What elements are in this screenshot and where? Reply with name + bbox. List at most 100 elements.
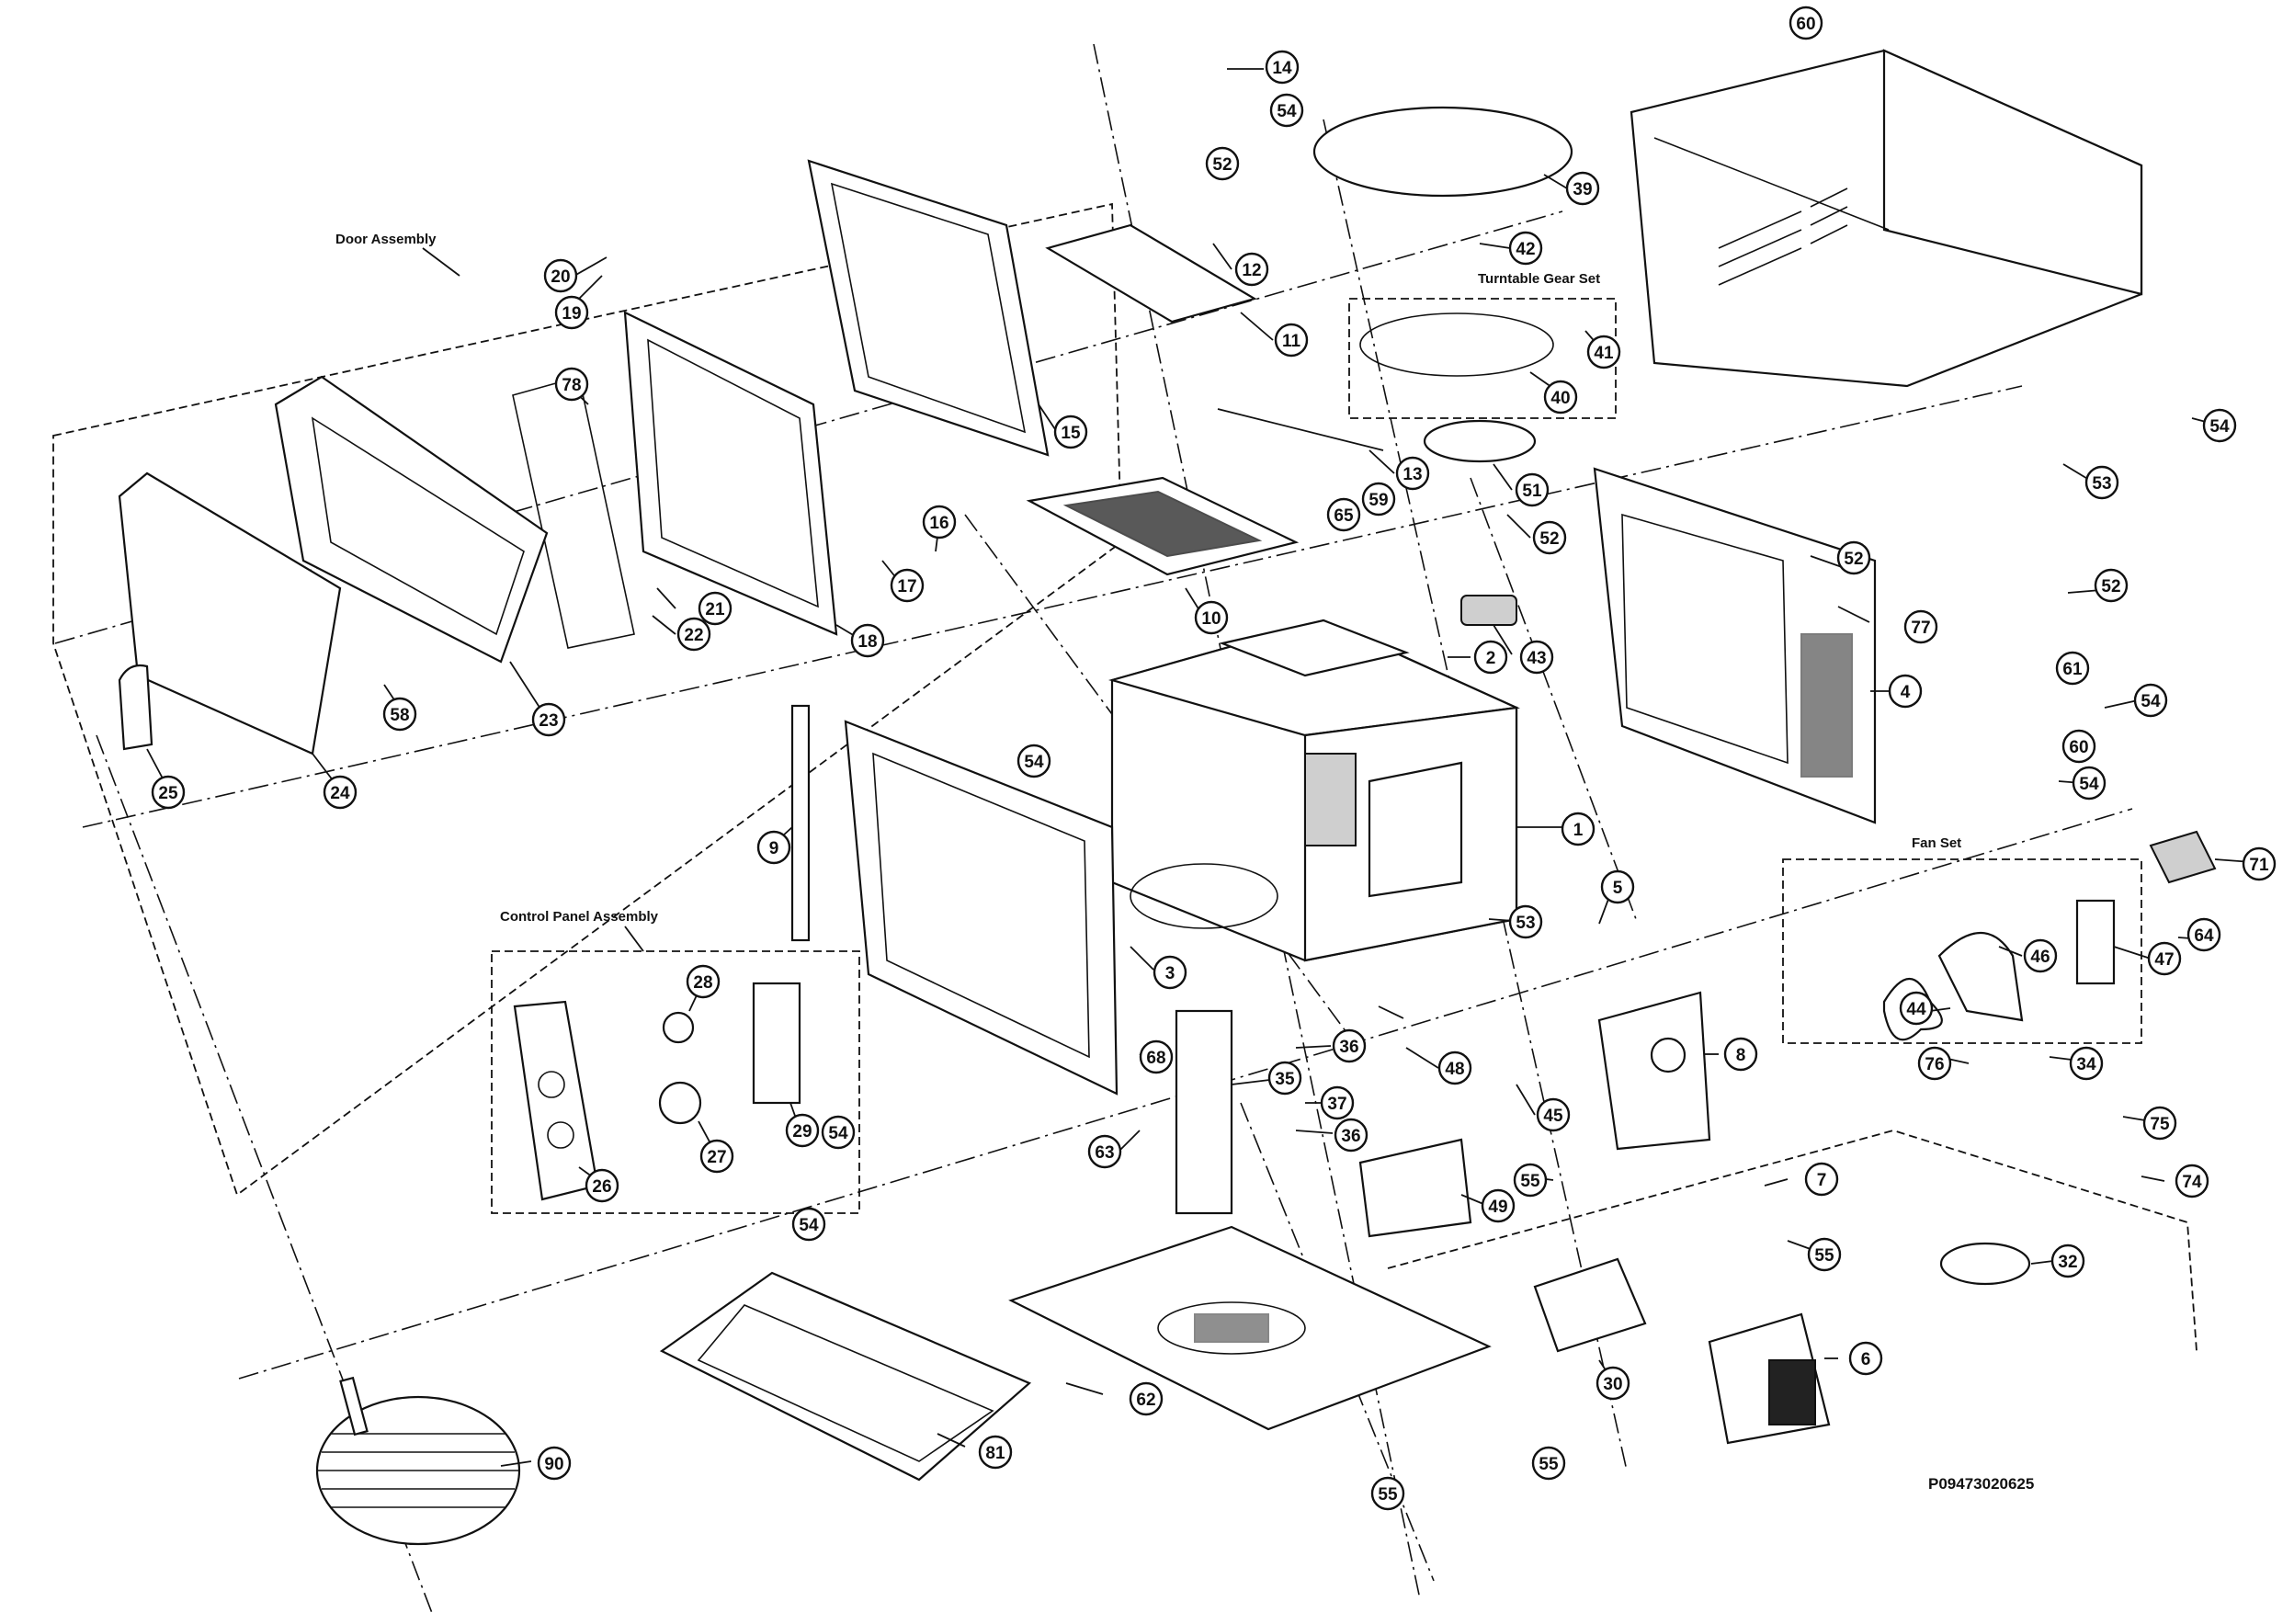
callout-23: 23 bbox=[531, 702, 566, 737]
callout-36a: 36 bbox=[1332, 1028, 1367, 1063]
svg-text:51: 51 bbox=[1522, 482, 1542, 501]
door-glass-part bbox=[512, 376, 635, 649]
magnetron-part bbox=[1708, 1312, 1831, 1445]
callout-14: 14 bbox=[1265, 50, 1300, 85]
callout-54b: 54 bbox=[2202, 408, 2237, 443]
bottom-plate-part bbox=[659, 1271, 1032, 1482]
callout-16: 16 bbox=[922, 505, 957, 539]
callout-81: 81 bbox=[978, 1435, 1013, 1470]
callout-52a: 52 bbox=[1532, 520, 1567, 555]
svg-text:6: 6 bbox=[1861, 1350, 1871, 1369]
svg-text:3: 3 bbox=[1165, 964, 1175, 983]
door-choke-frame-part bbox=[623, 311, 838, 636]
svg-text:7: 7 bbox=[1817, 1171, 1827, 1190]
svg-text:37: 37 bbox=[1327, 1095, 1346, 1114]
callout-34: 34 bbox=[2069, 1046, 2104, 1081]
turntable-ring-part bbox=[1312, 106, 1573, 198]
svg-text:55: 55 bbox=[1539, 1455, 1559, 1474]
callout-29: 29 bbox=[785, 1113, 820, 1148]
svg-text:9: 9 bbox=[769, 839, 779, 858]
svg-text:36: 36 bbox=[1341, 1127, 1360, 1146]
callout-6: 6 bbox=[1848, 1341, 1883, 1376]
callout-51: 51 bbox=[1515, 472, 1550, 507]
svg-text:64: 64 bbox=[2194, 926, 2214, 946]
capacitor-part bbox=[1939, 1242, 2031, 1286]
svg-text:49: 49 bbox=[1488, 1198, 1507, 1217]
grill-rack-part bbox=[315, 1376, 521, 1546]
turntable-motor-part bbox=[1460, 595, 1517, 626]
callout-27: 27 bbox=[699, 1139, 734, 1174]
front-plate-part bbox=[844, 720, 1119, 1096]
callout-53a: 53 bbox=[1508, 904, 1543, 939]
svg-text:55: 55 bbox=[1814, 1246, 1834, 1266]
svg-text:29: 29 bbox=[792, 1122, 812, 1141]
oven-cavity-part bbox=[1107, 619, 1520, 962]
svg-text:36: 36 bbox=[1339, 1038, 1358, 1057]
svg-text:52: 52 bbox=[1539, 529, 1559, 549]
callout-54a: 54 bbox=[1269, 93, 1304, 128]
svg-text:11: 11 bbox=[1282, 332, 1301, 351]
hinge-part bbox=[790, 704, 811, 942]
back-plate-part bbox=[1593, 467, 1877, 824]
svg-text:22: 22 bbox=[684, 626, 703, 645]
svg-text:54: 54 bbox=[799, 1216, 819, 1235]
door-inner-frame-part bbox=[807, 159, 1050, 457]
svg-text:54: 54 bbox=[2209, 417, 2230, 437]
callout-90: 90 bbox=[537, 1446, 572, 1481]
svg-text:41: 41 bbox=[1594, 344, 1614, 363]
callout-59: 59 bbox=[1361, 482, 1396, 517]
callout-40: 40 bbox=[1543, 380, 1578, 415]
svg-text:18: 18 bbox=[857, 632, 877, 652]
callout-43: 43 bbox=[1519, 640, 1554, 675]
callout-26: 26 bbox=[585, 1168, 619, 1203]
svg-text:4: 4 bbox=[1901, 683, 1911, 702]
callout-58: 58 bbox=[382, 697, 417, 732]
callout-25: 25 bbox=[151, 775, 186, 810]
callout-5: 5 bbox=[1600, 869, 1635, 904]
roller-ring-part bbox=[1359, 312, 1554, 377]
callout-71: 71 bbox=[2242, 846, 2277, 881]
svg-text:58: 58 bbox=[390, 706, 409, 725]
door-key-part bbox=[118, 664, 153, 751]
callout-75: 75 bbox=[2142, 1106, 2177, 1141]
svg-text:35: 35 bbox=[1275, 1070, 1295, 1089]
callout-13: 13 bbox=[1395, 456, 1430, 491]
timer-knob-part bbox=[658, 1081, 702, 1125]
svg-text:13: 13 bbox=[1403, 465, 1422, 484]
svg-text:5: 5 bbox=[1613, 879, 1623, 898]
callout-bubbles: 1 2 3 4 5 6 7 8 9 10 11 12 13 14 15 16 1… bbox=[151, 6, 2277, 1511]
control-board-part bbox=[2149, 830, 2217, 884]
svg-text:40: 40 bbox=[1550, 389, 1570, 408]
callout-55b: 55 bbox=[1513, 1163, 1548, 1198]
svg-text:47: 47 bbox=[2154, 950, 2174, 970]
callout-77: 77 bbox=[1903, 609, 1938, 644]
svg-text:25: 25 bbox=[158, 784, 178, 803]
power-knob-part bbox=[662, 1011, 695, 1044]
base-group-box bbox=[1387, 1130, 2197, 1352]
control-panel-part bbox=[513, 1000, 599, 1201]
callout-60a: 60 bbox=[1789, 6, 1823, 40]
callout-46: 46 bbox=[2023, 938, 2058, 973]
callout-55c: 55 bbox=[1370, 1476, 1405, 1511]
svg-text:39: 39 bbox=[1573, 180, 1592, 199]
callout-44: 44 bbox=[1899, 991, 1934, 1026]
drawing-code: P09473020625 bbox=[1928, 1475, 2034, 1493]
callout-17: 17 bbox=[890, 568, 925, 603]
callout-2: 2 bbox=[1473, 640, 1508, 675]
callout-54f: 54 bbox=[821, 1115, 856, 1150]
svg-text:61: 61 bbox=[2062, 660, 2083, 679]
callout-22: 22 bbox=[676, 617, 711, 652]
svg-text:10: 10 bbox=[1201, 609, 1221, 629]
waveguide-part bbox=[1597, 991, 1711, 1151]
callout-48: 48 bbox=[1437, 1050, 1472, 1085]
callout-53b: 53 bbox=[2084, 465, 2119, 500]
callout-21: 21 bbox=[698, 591, 732, 626]
svg-text:81: 81 bbox=[985, 1444, 1005, 1463]
callout-3: 3 bbox=[1153, 955, 1187, 990]
door-panel-part bbox=[274, 375, 549, 664]
svg-text:48: 48 bbox=[1445, 1060, 1464, 1079]
callout-35: 35 bbox=[1267, 1061, 1302, 1096]
svg-text:78: 78 bbox=[562, 376, 581, 395]
svg-text:65: 65 bbox=[1334, 506, 1354, 526]
